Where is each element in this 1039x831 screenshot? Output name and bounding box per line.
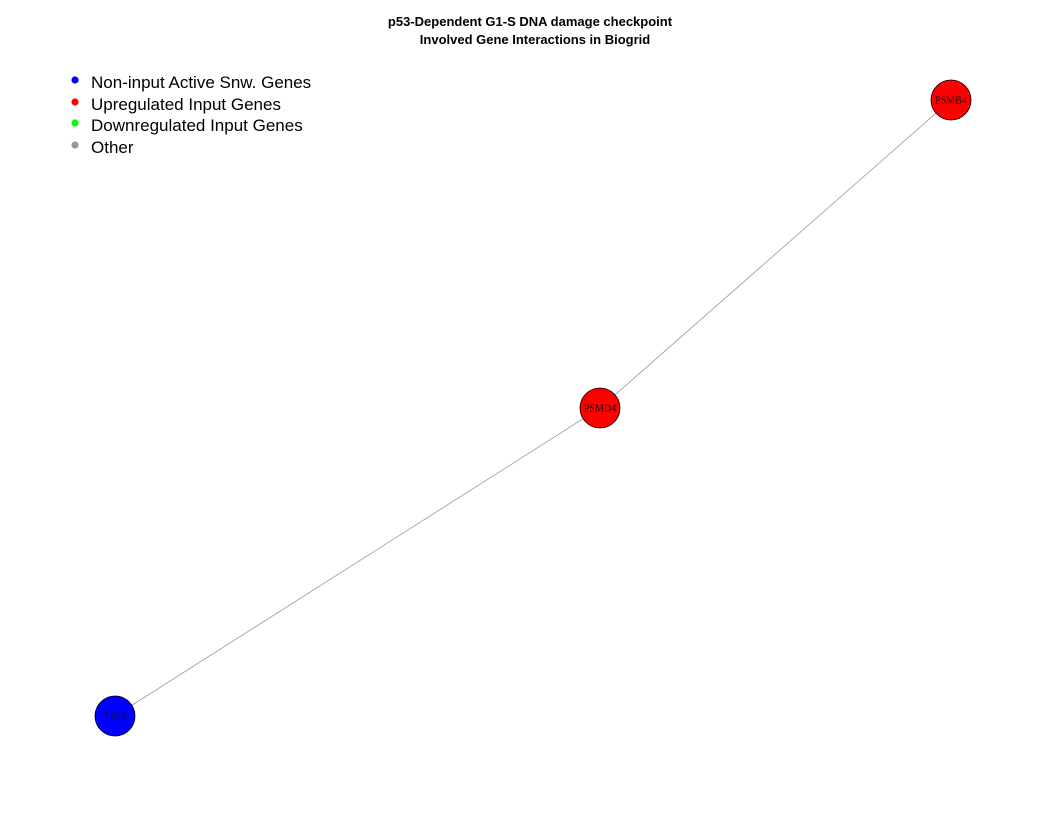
title-line-2: Involved Gene Interactions in Biogrid — [420, 32, 650, 47]
legend: Non-input Active Snw. Genes Upregulated … — [71, 73, 311, 157]
legend-dot-red — [71, 98, 79, 106]
node-circle — [579, 387, 621, 429]
edge-psmd4-tp53 — [114, 407, 601, 717]
title-line-1: p53-Dependent G1-S DNA damage checkpoint — [388, 14, 673, 29]
legend-dot-gray — [71, 141, 79, 149]
node-label: TP53 — [104, 712, 126, 723]
nodes: PSMB4 PSMD4 TP53 — [94, 79, 972, 737]
legend-item-other: Other — [71, 138, 134, 157]
legend-dot-green — [71, 119, 79, 127]
node-circle — [94, 695, 136, 737]
diagram-title: p53-Dependent G1-S DNA damage checkpoint… — [388, 14, 673, 47]
legend-item-upregulated: Upregulated Input Genes — [71, 95, 281, 114]
node-psmd4[interactable]: PSMD4 — [579, 387, 621, 429]
edges — [114, 99, 952, 717]
node-label: PSMD4 — [584, 404, 616, 415]
legend-item-non-input-active: Non-input Active Snw. Genes — [71, 73, 311, 92]
node-circle — [930, 79, 972, 121]
legend-dot-blue — [71, 76, 79, 84]
node-tp53[interactable]: TP53 — [94, 695, 136, 737]
legend-item-downregulated: Downregulated Input Genes — [71, 116, 303, 135]
node-label: PSMB4 — [935, 96, 967, 107]
legend-label: Upregulated Input Genes — [91, 95, 281, 114]
node-psmb4[interactable]: PSMB4 — [930, 79, 972, 121]
legend-label: Downregulated Input Genes — [91, 116, 303, 135]
legend-label: Other — [91, 138, 134, 157]
edge-psmb4-psmd4 — [599, 99, 952, 409]
legend-label: Non-input Active Snw. Genes — [91, 73, 311, 92]
